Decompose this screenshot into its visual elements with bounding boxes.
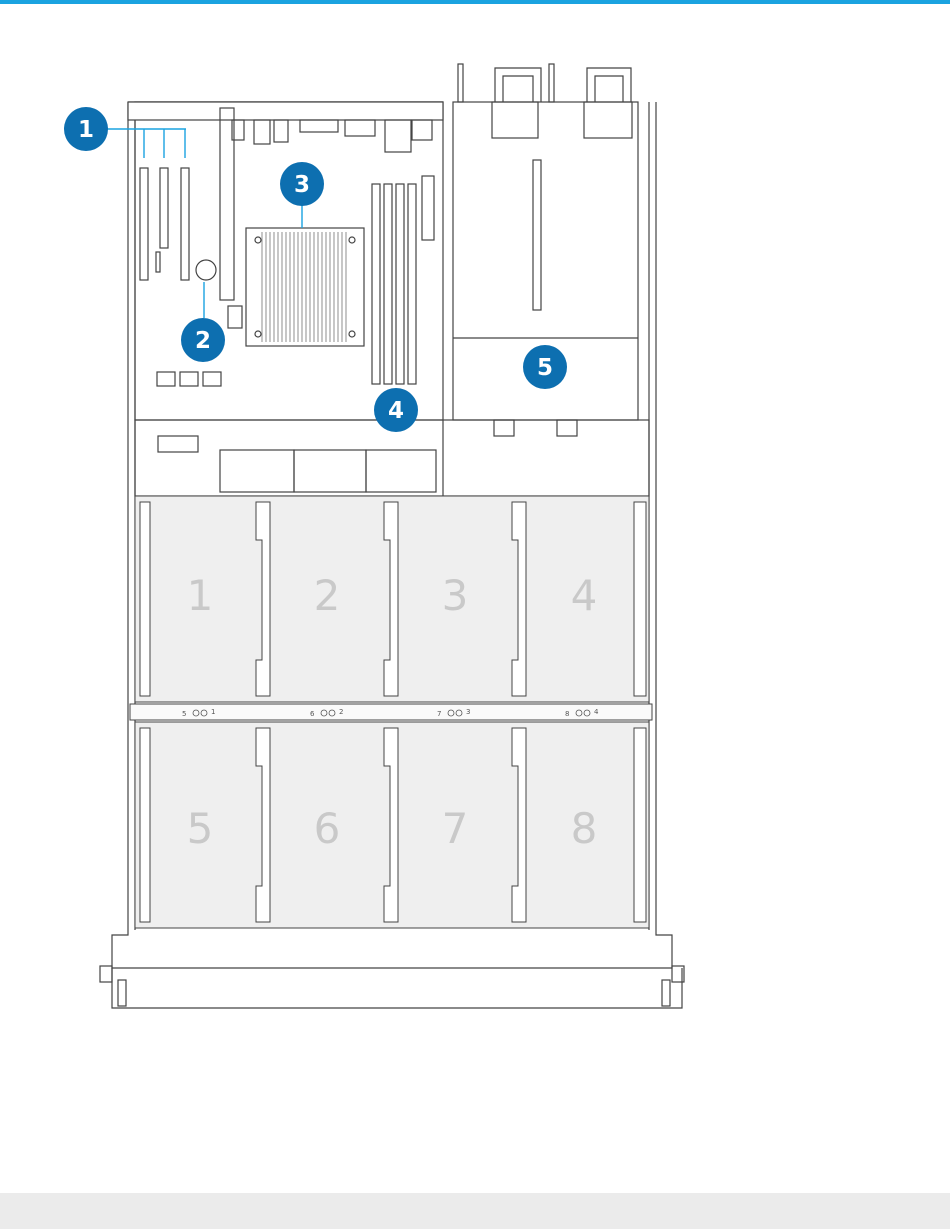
- dimm-slot-1: [372, 184, 380, 384]
- drive-bay-label-8: 8: [571, 804, 598, 853]
- callout-cpu-heatsink: 3: [280, 162, 324, 206]
- led-label-right: 4: [594, 708, 599, 716]
- drive-bay-label-1: 1: [187, 571, 214, 620]
- callout-label: 4: [388, 398, 404, 424]
- callout-cmos-battery: 2: [181, 318, 225, 362]
- drive-bay-label-4: 4: [571, 571, 598, 620]
- led-label-right: 1: [211, 708, 215, 716]
- drive-bay-label-6: 6: [314, 804, 341, 853]
- drive-bay-label-7: 7: [442, 804, 469, 853]
- pcie-slot-1: [140, 168, 148, 280]
- callout-label: 3: [294, 172, 310, 198]
- dimm-slot-2: [384, 184, 392, 384]
- callout-label: 2: [195, 328, 211, 354]
- pcie-slot-3: [181, 168, 189, 280]
- cmos-battery: [196, 260, 216, 280]
- callout-power-supply: 5: [523, 345, 567, 389]
- led-label-left: 5: [182, 710, 186, 718]
- callout-memory-slots: 4: [374, 388, 418, 432]
- drive-bay-label-3: 3: [442, 571, 469, 620]
- callout-label: 1: [78, 117, 94, 143]
- dimm-slot-4: [408, 184, 416, 384]
- led-label-right: 3: [466, 708, 470, 716]
- drive-bays: 1 2 3 4 5 6 7 8 5 1 6 2 7 3 8 4: [130, 496, 652, 928]
- footer-bar: [0, 1193, 950, 1229]
- drive-bay-label-2: 2: [314, 571, 341, 620]
- led-label-left: 8: [565, 710, 569, 718]
- backplane-bar: [130, 704, 652, 720]
- dimm-slot-3: [396, 184, 404, 384]
- callout-pcie-expansion-slots: 1: [64, 107, 108, 151]
- led-label-right: 2: [339, 708, 343, 716]
- led-label-left: 6: [310, 710, 315, 718]
- callout-label: 5: [537, 355, 553, 381]
- led-label-left: 7: [437, 710, 441, 718]
- pcie-slot-2: [160, 168, 168, 248]
- drive-bay-label-5: 5: [187, 804, 214, 853]
